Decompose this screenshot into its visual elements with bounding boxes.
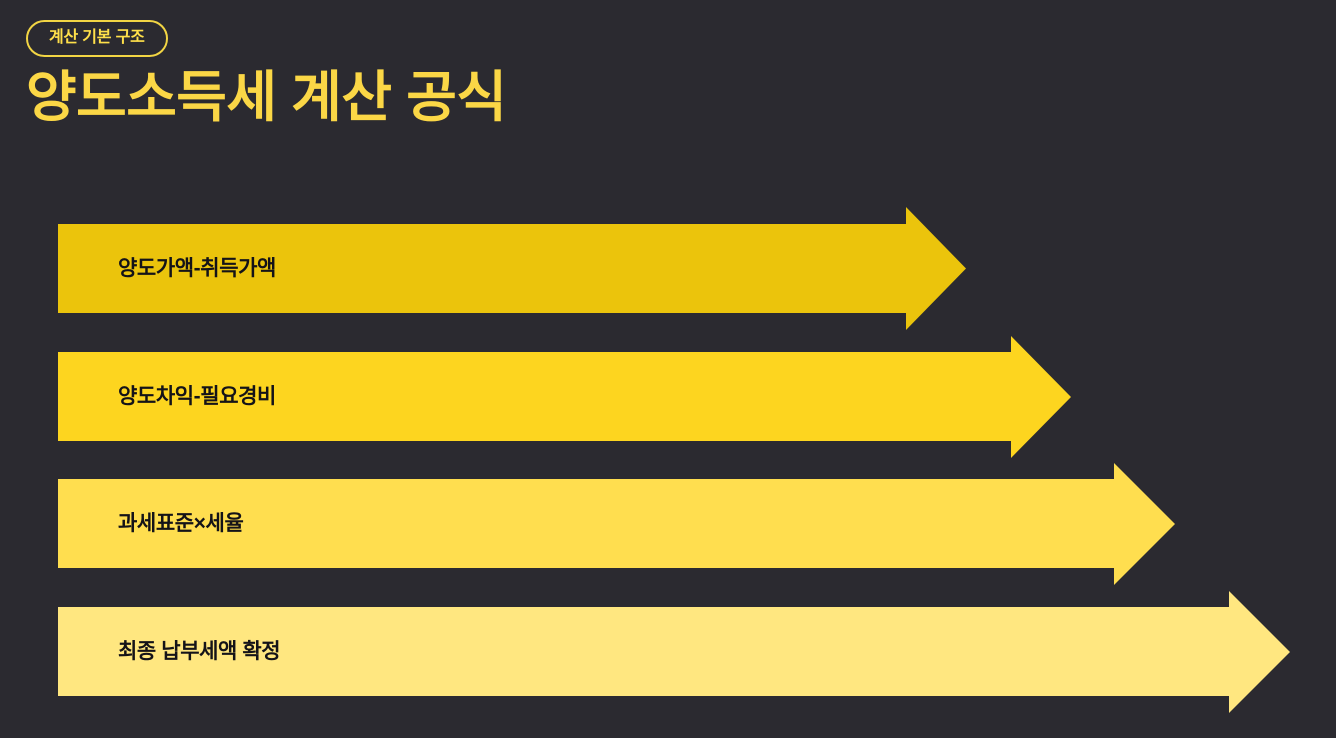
flow-arrow-label-3: 과세표준×세율 bbox=[118, 511, 244, 535]
arrow-shape-1 bbox=[58, 207, 966, 330]
arrow-shape-3 bbox=[58, 463, 1175, 585]
arrow-polygon bbox=[58, 463, 1175, 585]
flow-arrow-label-4: 최종 납부세액 확정 bbox=[118, 639, 281, 663]
arrow-polygon bbox=[58, 591, 1290, 713]
eyebrow-badge: 계산 기본 구조 bbox=[26, 20, 168, 57]
flow-arrow-step-4: 최종 납부세액 확정 bbox=[58, 591, 1290, 713]
flow-arrow-label-1: 양도가액-취득가액 bbox=[118, 256, 276, 280]
slide-header: 계산 기본 구조 양도소득세 계산 공식 bbox=[26, 20, 1226, 127]
arrow-shape-4 bbox=[58, 591, 1290, 713]
eyebrow-badge-label: 계산 기본 구조 bbox=[49, 29, 145, 46]
arrow-shape-2 bbox=[58, 336, 1071, 458]
flow-arrow-step-2: 양도차익-필요경비 bbox=[58, 336, 1071, 458]
page-title: 양도소득세 계산 공식 bbox=[26, 66, 507, 128]
arrow-polygon bbox=[58, 336, 1071, 458]
flow-arrow-step-1: 양도가액-취득가액 bbox=[58, 207, 966, 330]
flow-arrow-step-3: 과세표준×세율 bbox=[58, 463, 1175, 585]
arrow-polygon bbox=[58, 207, 966, 330]
flow-arrow-label-2: 양도차익-필요경비 bbox=[118, 384, 276, 408]
